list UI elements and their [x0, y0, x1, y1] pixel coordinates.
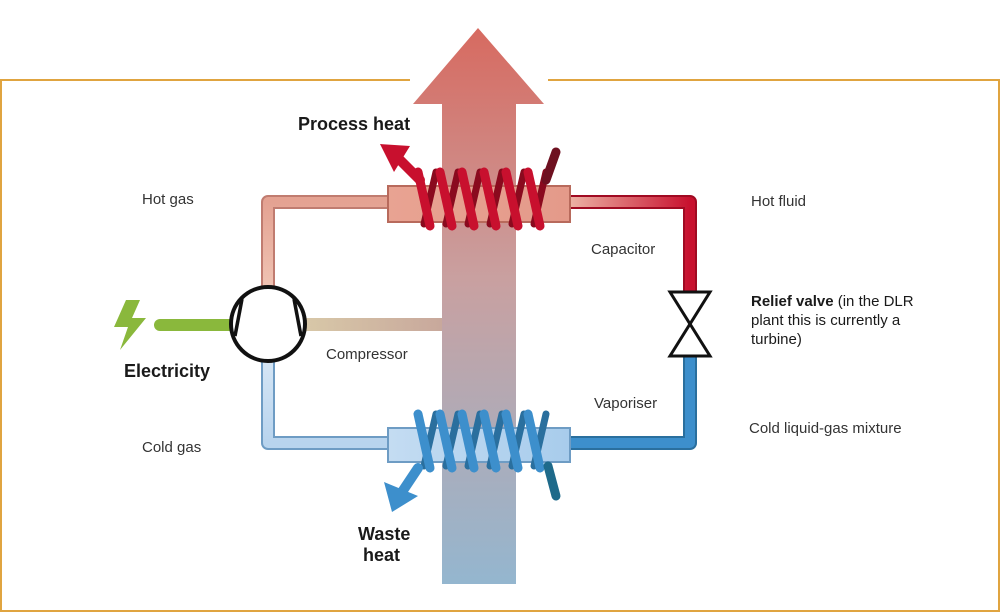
electricity-label: Electricity: [124, 361, 210, 381]
condenser-icon: [380, 144, 571, 231]
evaporator-icon: [384, 409, 571, 512]
electricity-line: [154, 318, 442, 331]
relief-valve-label: Relief valve (in the DLR plant this is c…: [751, 293, 918, 348]
process-heat-arrow-icon: [380, 144, 425, 185]
waste-heat-line-2: heat: [363, 545, 400, 565]
relief-valve-note-1: (in the DLR: [834, 293, 914, 310]
relief-valve-icon: [667, 290, 713, 358]
circuit-pipes: [261, 195, 697, 450]
capacitor-label: Capacitor: [591, 241, 655, 258]
relief-valve-note-2: plant this is currently a: [751, 312, 901, 329]
process-heat-label: Process heat: [298, 114, 410, 134]
waste-heat-line-1: Waste: [358, 524, 410, 544]
relief-valve-title: Relief valve: [751, 293, 834, 310]
cold-gas-label: Cold gas: [142, 439, 201, 456]
compressor-icon: [229, 285, 307, 363]
waste-heat-label: Waste heat: [358, 524, 415, 565]
lightning-icon: [114, 300, 146, 350]
heat-flow-arrow: [413, 28, 544, 584]
cold-mixture-label: Cold liquid-gas mixture: [749, 420, 902, 437]
hot-fluid-label: Hot fluid: [751, 193, 806, 210]
vaporiser-label: Vaporiser: [594, 395, 657, 412]
relief-valve-note-3: turbine): [751, 331, 802, 348]
hot-gas-label: Hot gas: [142, 191, 194, 208]
compressor-label: Compressor: [326, 346, 408, 363]
waste-heat-arrow-icon: [384, 463, 423, 512]
frame: [0, 79, 1000, 612]
